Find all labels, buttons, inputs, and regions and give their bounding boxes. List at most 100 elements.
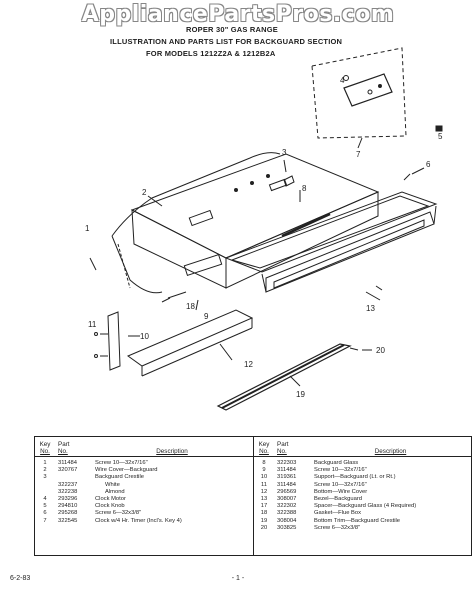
callout-8: 8	[302, 184, 307, 193]
part-number-cell: 308007	[277, 496, 297, 503]
part-number-cell: 322238	[58, 488, 78, 495]
part-number-cell: 322545	[58, 517, 78, 524]
description-cell: Wire Cover—Backguard	[95, 467, 158, 474]
key-cell: 17	[260, 503, 268, 510]
description-cell: Spacer—Backguard Glass (4 Required)	[314, 503, 417, 510]
description-cell: Bottom—Wire Cover	[314, 488, 368, 495]
description-cell: Bottom Trim—Backguard Crestile	[314, 517, 401, 524]
key-cell: 18	[260, 510, 268, 517]
bezel-part	[261, 205, 437, 293]
part-number-cell: 311484	[58, 460, 77, 466]
description-cell: Support—Backguard (Lt. or Rt.)	[314, 474, 396, 481]
description-cell: Screw 10—32x7/16"	[314, 467, 367, 474]
table-row: 2 320767 Wire Cover—Backguard	[35, 467, 253, 474]
header-title: ROPER 30" GAS RANGE	[186, 25, 278, 34]
description-cell: Screw 6—32x3/8"	[314, 524, 361, 531]
callout-1: 1	[85, 224, 90, 233]
part-number-cell	[55, 474, 91, 481]
callout-4: 4	[340, 76, 345, 85]
part-number-cell: 319361	[277, 474, 297, 481]
description-cell: Backguard Glass	[314, 460, 359, 466]
key-cell: 12	[260, 488, 268, 495]
watermark: AppliancePartsPros.com	[81, 2, 395, 27]
key-cell: 11	[260, 481, 268, 488]
backguard-crestile-part	[130, 153, 380, 289]
exploded-parts-diagram	[89, 47, 443, 411]
part-number-cell: 308004	[277, 517, 297, 524]
callout-5: 5	[438, 132, 443, 141]
backguard-glass-part	[224, 191, 438, 273]
header-subtitle: ILLUSTRATION AND PARTS LIST FOR BACKGUAR…	[110, 37, 343, 46]
description-cell: Backguard Crestile	[95, 474, 144, 481]
callout-11: 11	[88, 320, 97, 329]
key-cell: 7	[43, 517, 47, 524]
callout-10: 10	[140, 332, 149, 341]
clock-knob-part	[435, 125, 443, 132]
clock-inset	[311, 47, 407, 149]
callout-3: 3	[282, 148, 287, 157]
key-cell: 4	[43, 496, 47, 503]
key-cell: 13	[260, 496, 268, 503]
support-part	[94, 311, 121, 371]
table-row: 13 308007 Bezel—Backguard	[254, 496, 471, 503]
description-cell: Clock Knob	[95, 503, 125, 510]
callout-18: 18	[186, 302, 195, 311]
callout-19: 19	[296, 390, 305, 399]
part-number-cell: 311484	[277, 467, 296, 474]
footer-date: 6-2-83	[10, 575, 31, 582]
part-number-cell: 311484	[277, 481, 296, 488]
table-row: 10 319361 Support—Backguard (Lt. or Rt.)	[254, 474, 471, 481]
callout-12: 12	[244, 360, 253, 369]
key-cell: 5	[43, 503, 47, 510]
part-number-cell: 322388	[277, 510, 297, 517]
wire-cover-part	[111, 152, 281, 294]
table-row: 322238 Almond	[35, 489, 253, 496]
callout-2: 2	[142, 188, 147, 197]
table-row: 17 322302 Spacer—Backguard Glass (4 Requir…	[254, 503, 471, 510]
table-row: 9 311484 Screw 10—32x7/16"	[254, 467, 471, 474]
key-cell: 10	[260, 474, 268, 481]
description-cell: Clock w/4 Hr. Timer (Incl's. Key 4)	[95, 517, 182, 524]
description-cell: Almond	[105, 488, 125, 495]
key-cell: 6	[43, 510, 47, 517]
key-cell: 20	[260, 524, 268, 531]
part-number-cell: 320767	[58, 467, 78, 474]
part-number-cell: 322302	[277, 503, 297, 510]
callout-7: 7	[356, 150, 361, 159]
description-cell: Screw 6—32x3/8"	[95, 510, 142, 517]
description-header: Description	[374, 448, 407, 455]
description-cell: White	[105, 481, 120, 488]
key-cell: 8	[262, 460, 266, 466]
screw-9-part	[161, 297, 171, 303]
description-cell: Bezel—Backguard	[314, 496, 363, 503]
bottom-trim-part	[216, 343, 352, 411]
part-number-cell: 293296	[58, 496, 78, 503]
key-cell: 2	[43, 467, 47, 474]
header-models: FOR MODELS 1212Z2A & 1212B2A	[146, 49, 276, 58]
part-number-cell: 294810	[58, 503, 78, 510]
callout-9: 9	[204, 312, 209, 321]
key-cell: 19	[260, 517, 268, 524]
screw-part	[375, 285, 383, 291]
table-row: 5 294810 Clock Knob	[35, 503, 253, 510]
bottom-wire-cover-part	[126, 309, 254, 377]
key-cell: 9	[262, 467, 266, 474]
footer-page-number: - 1 -	[231, 575, 245, 582]
table-row: 19 308004 Bottom Trim—Backguard Crestile	[254, 518, 471, 525]
table-row: 7 322545 Clock w/4 Hr. Timer (Incl's. Key …	[35, 518, 253, 525]
